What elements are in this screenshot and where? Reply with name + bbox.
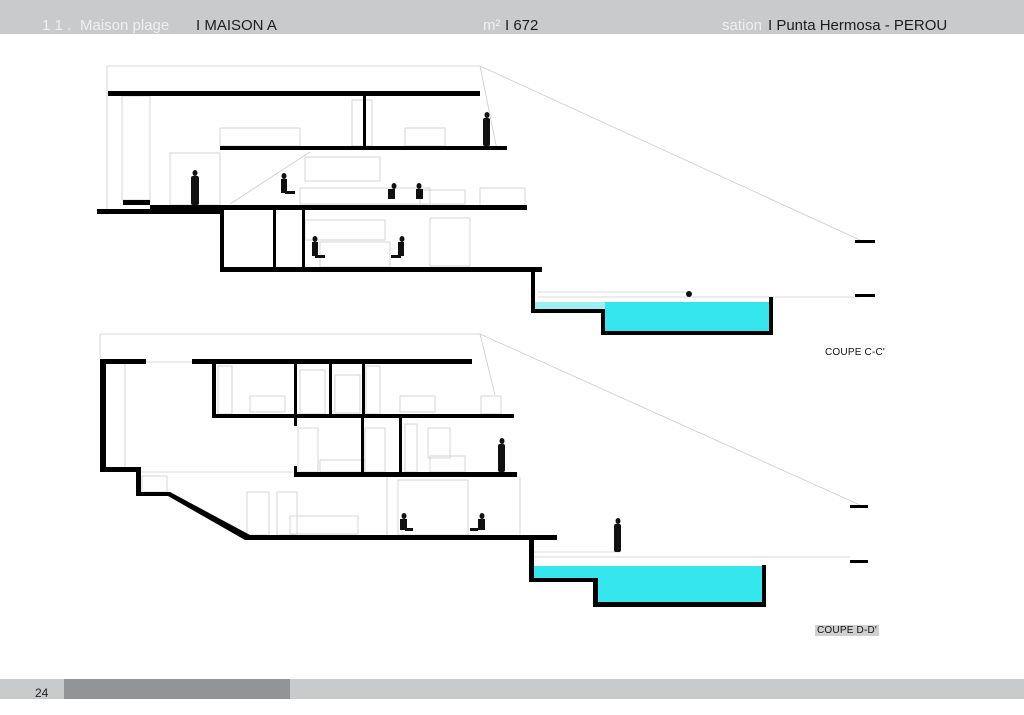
header-bar: 1 1 . Maison plage I MAISON A m² I 672 s… [0,0,1024,34]
page-number: 24 [35,686,49,700]
location-label: sation [722,17,763,34]
pool-water-d [534,566,762,578]
person-silhouettes-c [191,112,692,297]
coupe-d-label: COUPE D-D' [815,625,880,636]
footer-segment [64,679,290,699]
section-name: Maison plage [80,17,170,34]
coupe-c-label: COUPE C-C' [825,347,886,358]
area-value: I 672 [505,17,539,34]
coupe-d-drawing [99,333,868,607]
section-number: 1 1 . [42,17,72,34]
area-label: m² [483,17,501,34]
house-name: I MAISON A [196,17,277,34]
pool-water-c [605,302,769,331]
footer-bar [0,679,1024,699]
location-value: I Punta Hermosa - PEROU [768,17,948,34]
coupe-c-drawing [97,65,875,335]
person-silhouettes-d [400,438,621,552]
